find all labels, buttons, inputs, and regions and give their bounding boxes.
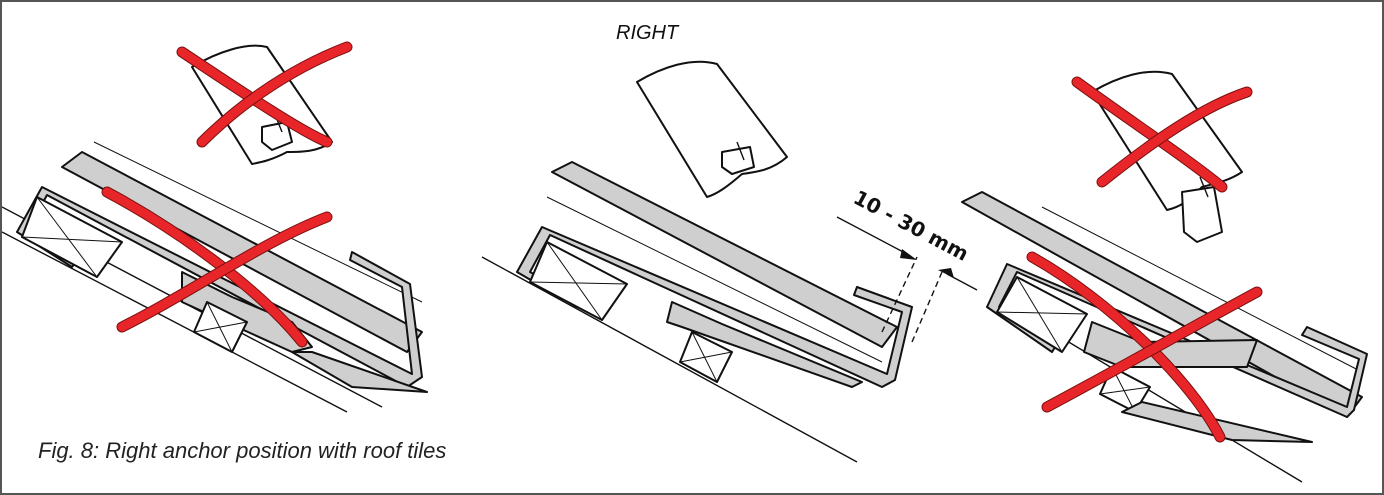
center-panel: 10 - 30 mm: [481, 60, 978, 463]
roof-line-top: [1041, 206, 1363, 373]
tile-strip-top: [551, 161, 898, 348]
arrow-right-icon: [938, 268, 954, 278]
tile-strip-bottom: [291, 351, 428, 393]
right-panel: [961, 70, 1368, 483]
roof-line-top: [93, 141, 423, 303]
tile-strip-top: [61, 151, 423, 353]
right-position-label: RIGHT: [616, 22, 679, 44]
tile-clip: [721, 146, 755, 175]
cross-icon: [1026, 251, 1263, 443]
tile-clip: [1181, 186, 1223, 243]
cross-icon: [101, 186, 333, 348]
dimension-label: 10 - 30 mm: [850, 185, 973, 266]
batten-box: [529, 241, 628, 321]
roof-line-lower: [2, 231, 348, 413]
roof-line-lower: [481, 256, 858, 463]
arrow-left-icon: [900, 249, 917, 260]
roof-line-top: [546, 196, 883, 363]
cross-icon: [176, 41, 353, 148]
roof-anchor-hook: [16, 186, 423, 388]
figure-caption: Fig. 8: Right anchor position with roof …: [38, 438, 447, 463]
left-panel: [2, 41, 428, 413]
cross-icon: [1071, 76, 1253, 193]
anchor-base: [181, 271, 313, 353]
anchor-base: [666, 301, 863, 388]
roof-tile-illustration: [636, 60, 788, 198]
